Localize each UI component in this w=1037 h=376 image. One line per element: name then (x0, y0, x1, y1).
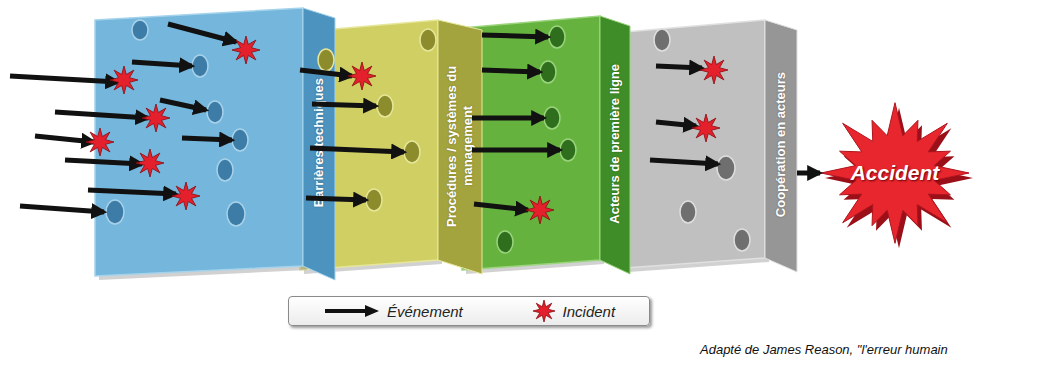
incident-star (110, 66, 138, 94)
incident-star (142, 104, 170, 132)
hole (132, 20, 148, 40)
event-arrow (310, 148, 404, 152)
slice-face (462, 16, 600, 270)
hole (232, 129, 248, 151)
hole (420, 29, 436, 51)
hole (207, 101, 223, 123)
event-arrow (55, 112, 148, 118)
arrow-head (365, 305, 379, 317)
legend-label: Événement (387, 303, 463, 320)
event-arrow (168, 24, 236, 42)
slice-side (438, 20, 482, 274)
star-label-box: Accident (820, 98, 970, 248)
slice-label: Barrières techniques (311, 78, 327, 207)
slice-label: Procédures / systèmes du management (444, 36, 476, 256)
hole (106, 200, 124, 224)
incident-star (136, 149, 164, 177)
hole (404, 141, 420, 163)
legend-item: Incident (531, 299, 616, 323)
hole (540, 61, 556, 83)
arrow-shaft (325, 309, 367, 313)
event-arrow (656, 122, 696, 126)
event-arrow (306, 198, 366, 200)
event-arrow (182, 138, 232, 140)
slice-outline (95, 8, 335, 280)
star-face (821, 103, 969, 244)
barrier-slice: Barrières techniques (95, 8, 335, 280)
slice-outline (625, 20, 797, 272)
slice-side (765, 20, 797, 272)
hole (318, 49, 334, 71)
accident-star: Accident (820, 98, 970, 248)
hole (192, 55, 208, 77)
incident-star (700, 56, 728, 84)
hole (497, 231, 513, 253)
event-arrow (312, 104, 376, 106)
event-arrow (482, 70, 540, 72)
incident-star (232, 36, 260, 64)
event-arrow (472, 148, 560, 153)
slice-label: Acteurs de première ligne (607, 64, 623, 224)
event-arrow (35, 136, 94, 142)
incident-star (692, 114, 720, 142)
event-arrow (300, 70, 352, 76)
event-arrow (132, 62, 192, 66)
barrier-slice: Acteurs de première ligne (462, 16, 630, 274)
hole (560, 139, 576, 161)
event-arrow (472, 116, 544, 121)
hole (217, 159, 233, 181)
event-arrow (482, 35, 548, 37)
slice-outline (462, 16, 630, 274)
incident-star (172, 182, 200, 210)
incident-star (348, 62, 376, 90)
barrier-slice: Coopération en acteurs (625, 20, 797, 272)
hole (377, 95, 393, 117)
event-arrow (650, 160, 718, 164)
slice-label-box: Barrières techniques (303, 24, 335, 262)
incident-star (526, 196, 554, 224)
hole (717, 156, 735, 180)
slice-face (95, 8, 303, 276)
hole (227, 202, 245, 226)
event-arrow (656, 66, 702, 68)
event-arrow (65, 160, 142, 164)
slice-side (303, 8, 335, 280)
hole (680, 201, 696, 223)
legend-box: Événement Incident (288, 296, 650, 326)
hole (734, 229, 750, 251)
incident-star (86, 128, 114, 156)
hole (544, 107, 560, 129)
slice-side (600, 16, 630, 274)
arrow-sample (323, 304, 381, 318)
slice-label-box: Coopération en acteurs (765, 36, 797, 254)
legend-item: Événement (323, 303, 463, 320)
hole (549, 26, 565, 48)
accident-label: Accident (851, 161, 940, 185)
event-arrow (160, 100, 206, 110)
star-shape (533, 300, 555, 322)
event-arrow (474, 204, 528, 210)
event-arrow (88, 190, 176, 194)
slice-face (300, 20, 438, 270)
event-arrow (10, 76, 118, 82)
event-arrow (797, 171, 820, 176)
slice-face (625, 20, 765, 268)
legend-label: Incident (563, 303, 616, 320)
source-caption: Adapté de James Reason, "l'erreur humain (700, 342, 948, 357)
star-sample (531, 299, 557, 323)
slice-label-box: Procédures / systèmes du management (438, 36, 482, 256)
slice-label-box: Acteurs de première ligne (600, 32, 630, 256)
event-arrow (20, 206, 104, 212)
hole (366, 189, 382, 211)
slice-label: Coopération en acteurs (773, 72, 789, 217)
hole (654, 29, 670, 51)
